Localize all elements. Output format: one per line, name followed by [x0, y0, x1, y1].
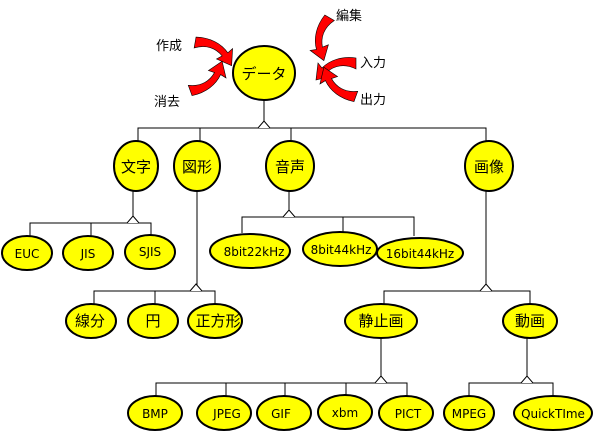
- op-edit: 編集: [336, 8, 362, 24]
- node-line[interactable]: 線分: [65, 303, 117, 339]
- node-figure-label: 図形: [182, 158, 212, 176]
- arrow-output-icon: [315, 66, 362, 103]
- node-xbm-label: xbm: [332, 406, 358, 420]
- node-circle-label: 円: [145, 312, 160, 330]
- node-jpeg[interactable]: JPEG: [196, 395, 252, 431]
- node-euc-label: EUC: [15, 247, 40, 261]
- node-xbm[interactable]: xbm: [317, 394, 373, 430]
- node-movie-label: 動画: [515, 312, 545, 330]
- node-8bit44khz-label: 8bit44kHz: [311, 243, 372, 257]
- node-quicktime-label: QuickTIme: [521, 407, 585, 421]
- node-image-label: 画像: [474, 158, 504, 176]
- node-jis[interactable]: JIS: [62, 235, 114, 271]
- edge-figure-fork: [189, 283, 203, 292]
- edge-root-bus: [137, 127, 487, 146]
- node-text-label: 文字: [121, 158, 151, 176]
- edge-still-fork: [374, 375, 388, 384]
- node-movie[interactable]: 動画: [502, 303, 558, 339]
- op-output: 出力: [360, 93, 386, 108]
- node-circle[interactable]: 円: [127, 303, 179, 339]
- node-bmp-label: BMP: [142, 407, 168, 421]
- node-bmp[interactable]: BMP: [127, 395, 183, 431]
- node-sound[interactable]: 音声: [265, 140, 315, 192]
- arrow-create-icon: [191, 36, 237, 67]
- node-euc[interactable]: EUC: [1, 235, 53, 271]
- node-text[interactable]: 文字: [113, 140, 159, 192]
- node-sound-label: 音声: [275, 158, 305, 176]
- edge-movie-bus: [468, 382, 554, 397]
- node-data-label: データ: [241, 65, 286, 83]
- node-gif-label: GIF: [271, 407, 291, 421]
- node-sjis-label: SJIS: [139, 245, 161, 259]
- node-16bit44khz[interactable]: 16bit44kHz: [376, 237, 464, 269]
- node-jpeg-label: JPEG: [212, 407, 241, 421]
- edge-root-fork: [257, 120, 271, 129]
- operation-labels: 作成 編集 入力 消去 出力: [154, 8, 386, 110]
- edge-text-fork: [126, 215, 140, 224]
- edge-image-bus: [383, 290, 531, 306]
- node-mpeg[interactable]: MPEG: [443, 395, 495, 431]
- node-image[interactable]: 画像: [464, 140, 514, 192]
- node-jis-label: JIS: [80, 247, 96, 261]
- node-8bit22khz-label: 8bit22kHz: [224, 245, 285, 259]
- edge-still-bus: [155, 382, 408, 397]
- connectors: [29, 100, 554, 397]
- node-pict-label: PICT: [395, 407, 422, 421]
- node-8bit22khz[interactable]: 8bit22kHz: [209, 233, 291, 269]
- node-square[interactable]: 正方形: [187, 303, 243, 339]
- edge-sound-bus: [241, 216, 415, 236]
- node-figure[interactable]: 図形: [173, 140, 221, 192]
- node-still[interactable]: 静止画: [344, 303, 418, 339]
- edge-sound-fork: [282, 209, 296, 218]
- arrow-delete-icon: [184, 60, 231, 97]
- node-sjis[interactable]: SJIS: [124, 234, 176, 270]
- op-input: 入力: [360, 56, 386, 71]
- node-quicktime[interactable]: QuickTIme: [513, 395, 593, 431]
- node-data[interactable]: データ: [232, 45, 296, 101]
- node-mpeg-label: MPEG: [452, 407, 486, 421]
- edge-image-fork: [479, 283, 493, 292]
- node-pict[interactable]: PICT: [378, 395, 434, 431]
- node-line-label: 線分: [75, 312, 105, 330]
- op-delete: 消去: [154, 95, 180, 110]
- node-8bit44khz[interactable]: 8bit44kHz: [302, 231, 378, 267]
- op-create: 作成: [156, 39, 182, 54]
- edge-movie-fork: [520, 375, 534, 384]
- node-16bit44khz-label: 16bit44kHz: [386, 247, 454, 261]
- node-gif[interactable]: GIF: [256, 395, 312, 431]
- node-still-label: 静止画: [358, 312, 403, 330]
- nodes: データ 文字 図形 音声 画像 EUC JIS SJI: [1, 45, 593, 431]
- node-square-label: 正方形: [195, 312, 240, 330]
